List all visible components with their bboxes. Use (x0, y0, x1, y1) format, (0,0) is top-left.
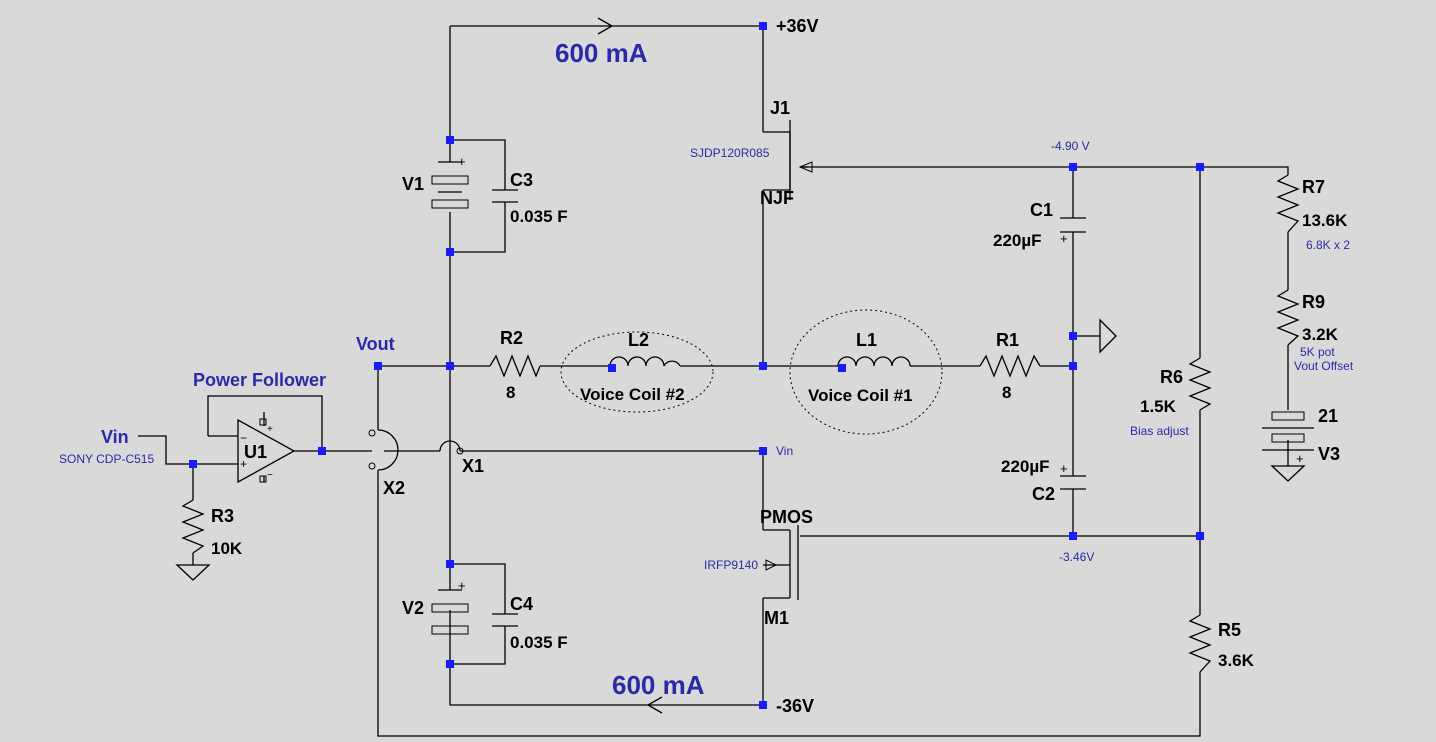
junction-nodes (189, 22, 1204, 709)
r5-value: 3.6K (1218, 651, 1255, 670)
x1-ref: X1 (462, 456, 484, 476)
ground-symbol-r3 (175, 564, 211, 581)
opamp-u1: − + + − (208, 412, 322, 484)
r3-ref: R3 (211, 506, 234, 526)
l1-ref: L1 (856, 330, 877, 350)
resistor-r2 (489, 354, 541, 378)
rail-positive-label: +36V (776, 16, 819, 36)
follower-label: Power Follower (193, 370, 326, 390)
battery-v3: + (1262, 411, 1314, 466)
wires (138, 25, 1289, 737)
svg-text:+: + (458, 578, 466, 593)
svg-text:+: + (1296, 451, 1304, 466)
current-label-bottom: 600 mA (612, 670, 705, 700)
rail-negative-label: -36V (776, 696, 814, 716)
j1-model: SJDP120R085 (690, 146, 770, 160)
r5-ref: R5 (1218, 620, 1241, 640)
ground-symbol-v3 (1270, 465, 1306, 482)
r3-value: 10K (211, 539, 243, 558)
resistor-r3 (181, 499, 205, 554)
c4-ref: C4 (510, 594, 533, 614)
source-label: SONY CDP-C515 (59, 452, 154, 466)
resistor-r5 (1188, 614, 1212, 673)
r9-note-pot: 5K pot (1300, 345, 1335, 359)
crossover-x1 (439, 440, 464, 455)
r6-value: 1.5K (1140, 397, 1177, 416)
c3-value: 0.035 F (510, 207, 568, 226)
j1-ref: J1 (770, 98, 790, 118)
v3-ref: V3 (1318, 444, 1340, 464)
svg-text:+: + (267, 424, 273, 435)
svg-text:+: + (1060, 461, 1068, 476)
resistor-r1 (979, 354, 1041, 378)
m1-model: IRFP9140 (704, 558, 758, 572)
current-arrow-top (597, 17, 614, 35)
voltage-top-label: -4.90 V (1051, 139, 1090, 153)
voltage-bottom-label: -3.46V (1059, 550, 1094, 564)
v3-value: 21 (1318, 406, 1338, 426)
current-label-top: 600 mA (555, 38, 648, 68)
m1-ref: M1 (764, 608, 789, 628)
j1-type: NJF (760, 188, 794, 208)
battery-v2: + (431, 560, 469, 635)
r6-ref: R6 (1160, 367, 1183, 387)
inductor-l2 (560, 331, 714, 413)
c1-ref: C1 (1030, 200, 1053, 220)
u1-ref: U1 (244, 442, 267, 462)
current-arrow-bottom (646, 696, 663, 714)
crossover-x2 (368, 429, 399, 471)
v2-ref: V2 (402, 598, 424, 618)
capacitor-c1: + (1060, 217, 1086, 246)
svg-text:+: + (240, 457, 247, 471)
r9-note-offset: Vout Offset (1294, 359, 1354, 373)
resistor-r9 (1276, 289, 1300, 346)
l2-note: Voice Coil #2 (580, 385, 685, 404)
c3-ref: C3 (510, 170, 533, 190)
r7-note: 6.8K x 2 (1306, 238, 1350, 252)
svg-text:−: − (267, 470, 273, 481)
r1-value: 8 (1002, 383, 1011, 402)
r7-ref: R7 (1302, 177, 1325, 197)
svg-text:+: + (458, 154, 466, 169)
jfet-j1 (763, 120, 813, 200)
r6-note: Bias adjust (1130, 424, 1189, 438)
r9-value: 3.2K (1302, 325, 1339, 344)
r2-ref: R2 (500, 328, 523, 348)
c2-value: 220µF (1001, 457, 1050, 476)
net-vout-label: Vout (356, 334, 395, 354)
l2-ref: L2 (628, 330, 649, 350)
c2-ref: C2 (1032, 484, 1055, 504)
net-vin-gate-label: Vin (776, 444, 793, 458)
inductor-l1 (789, 309, 943, 435)
capacitor-c4 (492, 600, 518, 641)
r9-ref: R9 (1302, 292, 1325, 312)
resistor-r6 (1188, 357, 1212, 411)
l1-note: Voice Coil #1 (808, 386, 913, 405)
ground-symbol-mid (1099, 318, 1117, 354)
capacitor-c2: + (1060, 461, 1086, 490)
net-vin-label: Vin (101, 427, 129, 447)
r1-ref: R1 (996, 330, 1019, 350)
r2-value: 8 (506, 383, 515, 402)
m1-type: PMOS (760, 507, 813, 527)
x2-ref: X2 (383, 478, 405, 498)
resistor-r7 (1276, 174, 1300, 233)
mosfet-m1 (763, 525, 799, 600)
capacitor-c3 (492, 176, 518, 217)
c4-value: 0.035 F (510, 633, 568, 652)
svg-text:+: + (1060, 231, 1068, 246)
battery-v1: + (431, 154, 469, 209)
c1-value: 220µF (993, 231, 1042, 250)
svg-text:−: − (240, 431, 247, 445)
r7-value: 13.6K (1302, 211, 1348, 230)
v1-ref: V1 (402, 174, 424, 194)
